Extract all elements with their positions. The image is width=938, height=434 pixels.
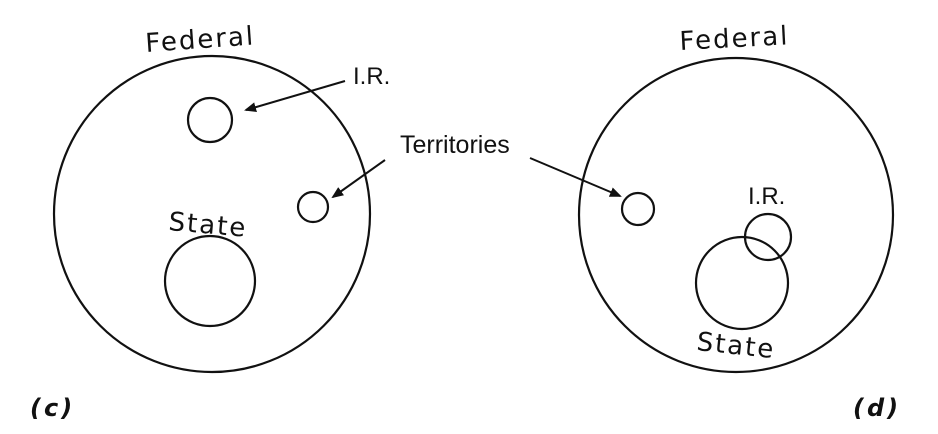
panel-d-state-label: State <box>695 327 777 365</box>
panel-d-caption: (d) <box>853 394 901 422</box>
panel-c-ir-arrow <box>244 80 346 112</box>
panel-d-ir-label: I.R. <box>748 183 785 210</box>
panel-d-federal-label: Federal <box>679 21 790 57</box>
territories-callout: Territories <box>331 131 622 199</box>
panel-c-state-circle <box>163 234 257 328</box>
territories-label: Territories <box>400 131 510 159</box>
territories-arrow-to-c <box>331 159 386 199</box>
panel-c-caption: (c) <box>30 394 75 422</box>
panel-c-federal-label: Federal <box>144 21 256 59</box>
panel-c-ir-label: I.R. <box>353 63 390 90</box>
panel-d-ir-circle <box>743 212 793 262</box>
panel-c-ir-circle <box>186 96 234 144</box>
panel-d-territory-circle <box>620 191 656 227</box>
territories-arrow-to-d <box>529 157 622 197</box>
panel-d-state-circle <box>694 235 790 331</box>
panel-c: Federal I.R. State (c) <box>30 21 390 422</box>
panel-c-federal-circle <box>52 54 372 374</box>
panel-c-territory-circle <box>296 190 330 224</box>
panel-d-federal-circle <box>577 56 895 374</box>
panel-c-state-label: State <box>167 207 248 244</box>
panel-d: Federal I.R. State (d) <box>577 21 901 422</box>
